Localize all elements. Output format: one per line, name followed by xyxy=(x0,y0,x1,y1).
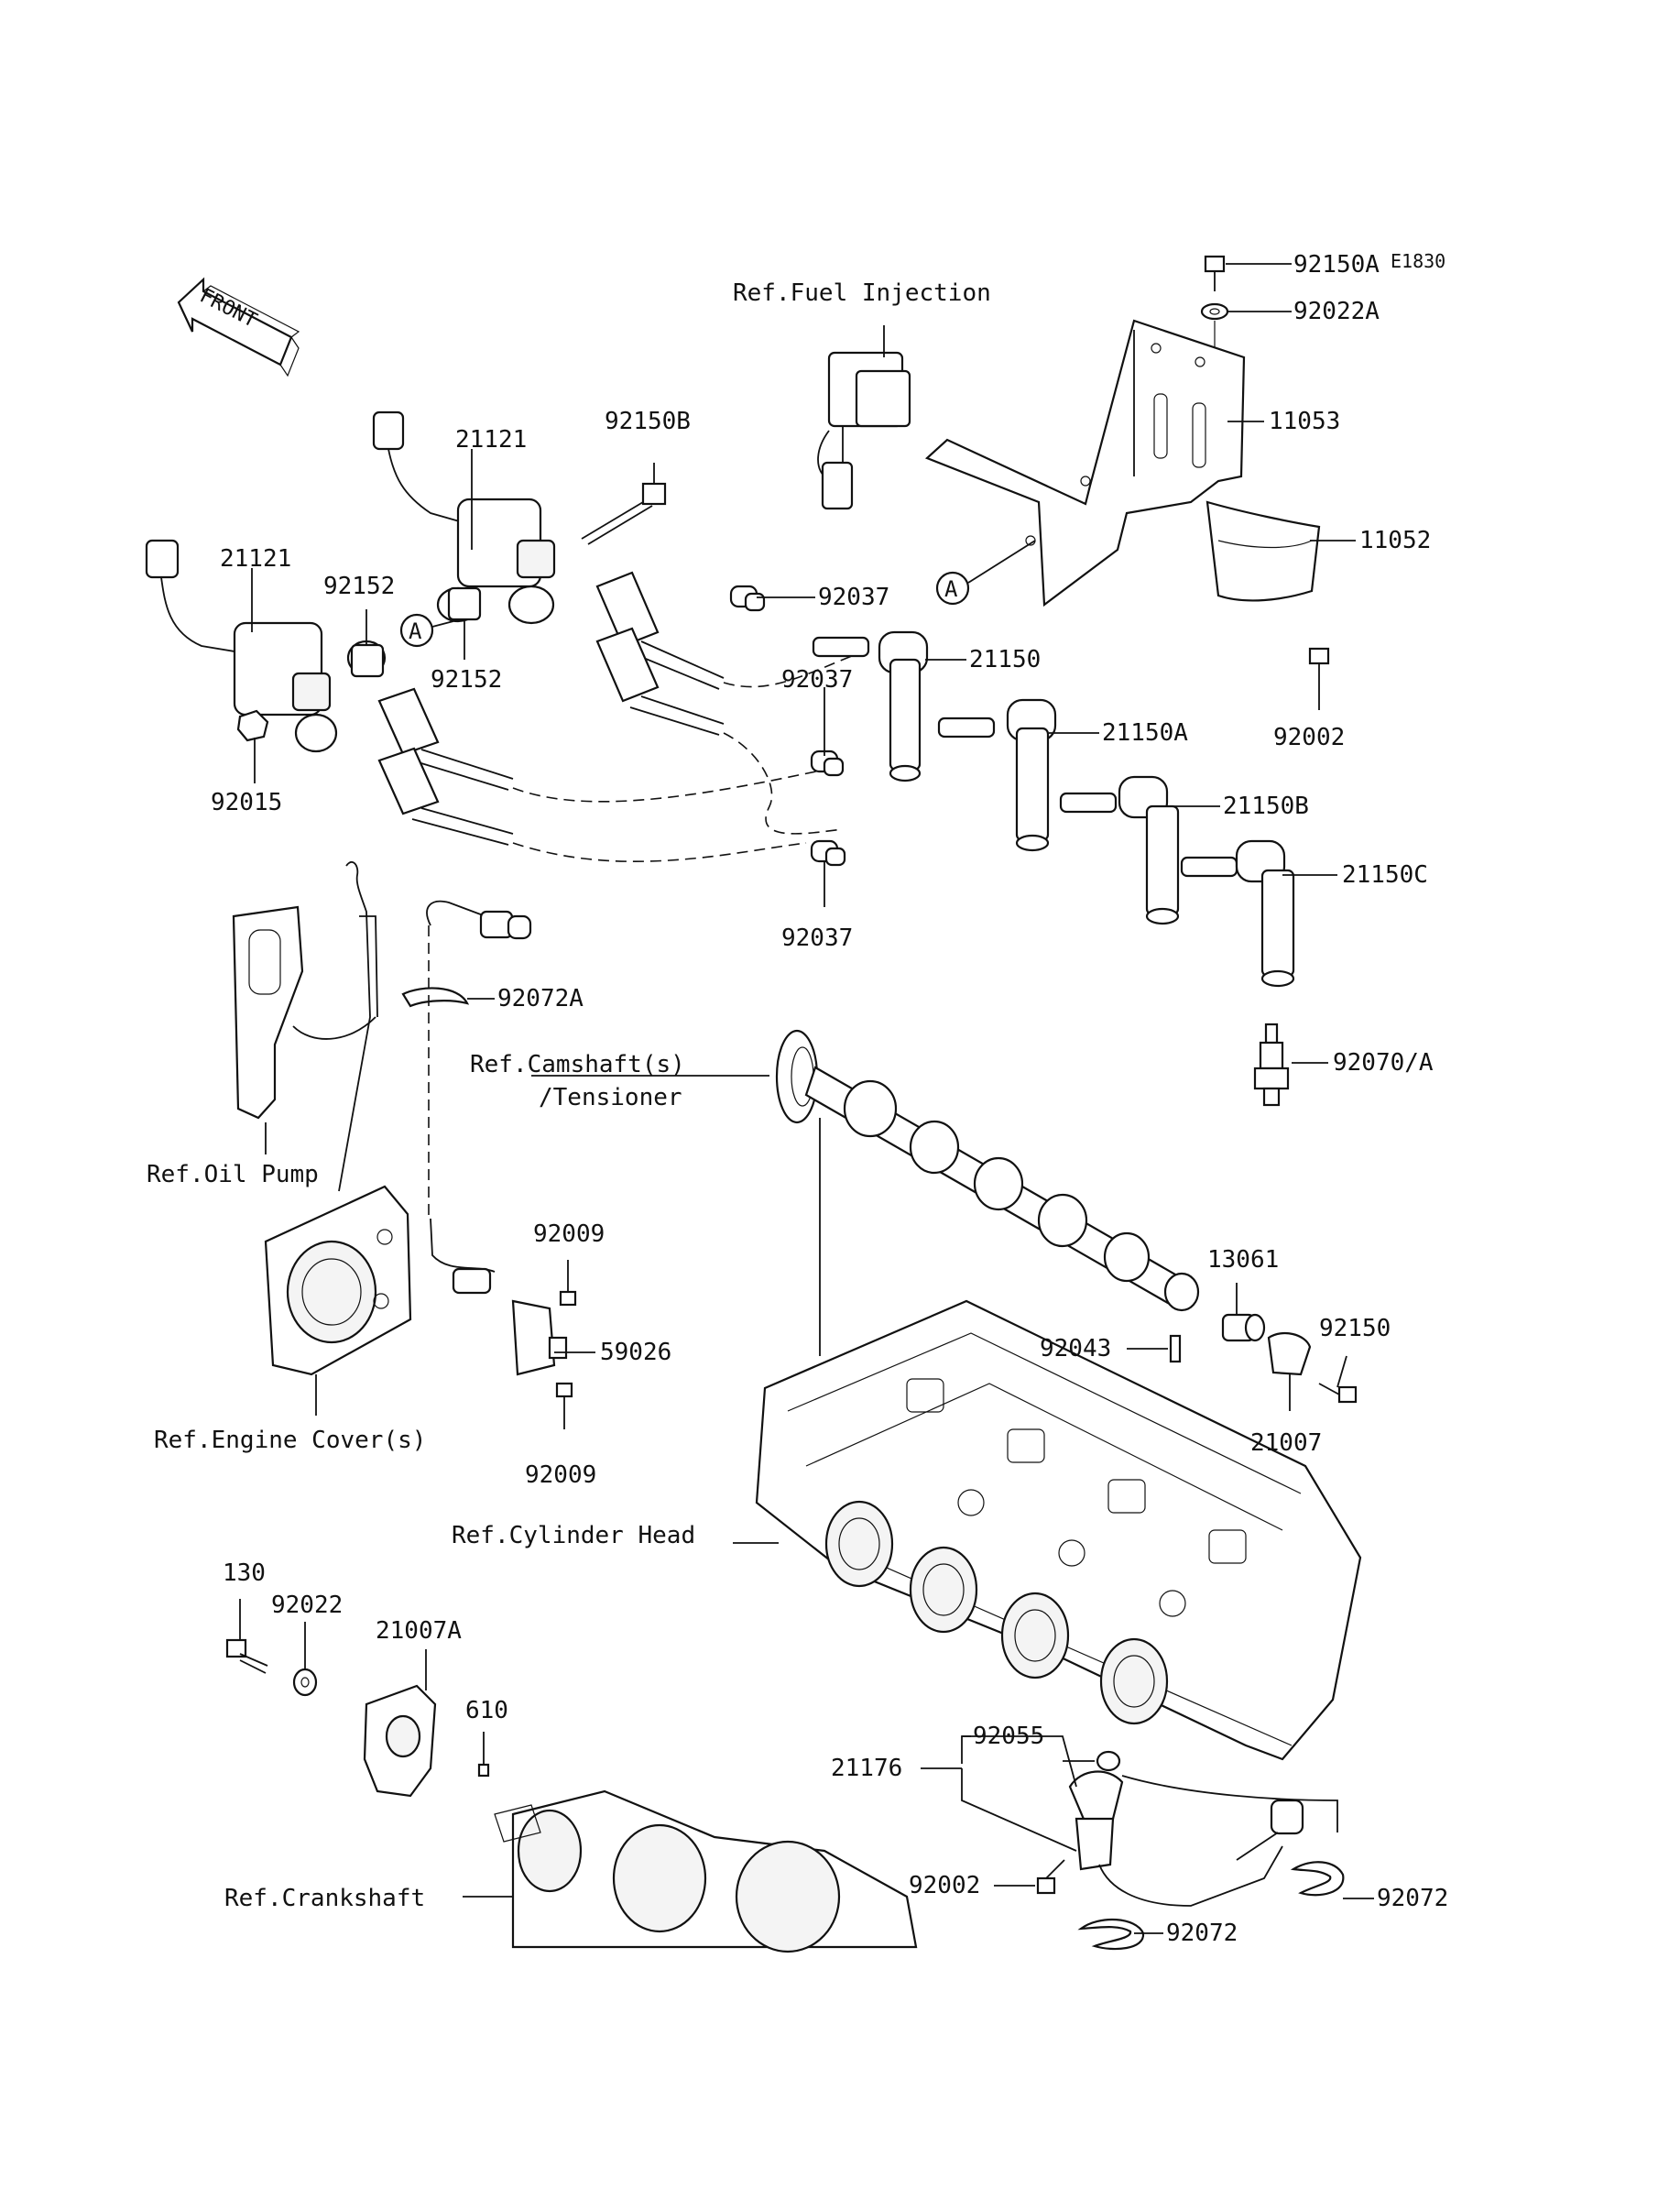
part-label: 11053 xyxy=(1269,408,1340,435)
band-92072-right xyxy=(1290,1861,1345,1897)
part-label: 21121 xyxy=(220,545,291,573)
bolt-92150 xyxy=(1318,1383,1358,1404)
part-label: 92072 xyxy=(1166,1920,1238,1947)
plug-cap-21150 xyxy=(812,630,929,782)
pin-92043 xyxy=(1169,1334,1182,1363)
callout-a-right-text: A xyxy=(944,576,958,602)
cam-sensor-rotor-13061 xyxy=(1221,1313,1266,1342)
part-label: 92022 xyxy=(271,1592,343,1619)
timing-rotor-21007a xyxy=(363,1684,437,1798)
part-label: 92009 xyxy=(525,1461,596,1489)
band-92072-left xyxy=(1077,1918,1145,1951)
bolt-92150b xyxy=(581,482,667,545)
part-label: 92043 xyxy=(1040,1335,1111,1362)
plug-lead-1 xyxy=(595,571,862,690)
collar-92152-lower xyxy=(350,643,385,678)
band-92072a xyxy=(401,987,470,1008)
part-label: 59026 xyxy=(600,1339,671,1366)
clamp-92037-c xyxy=(810,839,846,867)
plug-lead-3 xyxy=(377,687,825,803)
crankshaft xyxy=(494,1789,918,1953)
part-label: 92055 xyxy=(973,1723,1044,1750)
part-label: 21007A xyxy=(376,1617,462,1645)
nut-92015 xyxy=(236,709,269,742)
engine-cover xyxy=(264,1185,412,1416)
part-label: 92150B xyxy=(605,408,691,435)
part-label: 21150A xyxy=(1102,719,1188,747)
plug-lead-2 xyxy=(595,627,844,835)
part-label: 11052 xyxy=(1359,527,1431,554)
part-label: 92152 xyxy=(431,666,502,694)
plug-cap-21150a xyxy=(937,698,1057,852)
part-label: 92070/A xyxy=(1333,1049,1434,1077)
part-label: 21176 xyxy=(831,1755,902,1782)
clamp-92037-a xyxy=(729,585,766,612)
ref-crankshaft: Ref.Crankshaft xyxy=(224,1885,425,1912)
part-label: 92150A xyxy=(1293,251,1380,279)
part-label: 92009 xyxy=(533,1220,605,1248)
part-label: 92037 xyxy=(818,584,889,611)
oil-pump-bracket xyxy=(232,861,378,1192)
sensor-connector xyxy=(426,900,532,940)
washer-92022 xyxy=(292,1668,318,1697)
part-label: 92152 xyxy=(323,573,395,600)
part-label: 92072A xyxy=(497,985,584,1012)
bolt-92150a xyxy=(1204,255,1226,291)
bolt-92009-upper xyxy=(559,1278,577,1307)
collar-92152-upper xyxy=(447,586,482,621)
leader-lines xyxy=(239,263,1374,1934)
bolt-92009-lower xyxy=(555,1382,573,1429)
part-label: 92037 xyxy=(781,666,853,694)
ref-fuel-injection: Ref.Fuel Injection xyxy=(733,279,991,307)
part-label: 92150 xyxy=(1319,1315,1391,1342)
callout-a-left: A xyxy=(399,613,454,648)
part-label: 13061 xyxy=(1207,1246,1279,1274)
front-arrow-icon: FRONT xyxy=(177,277,300,377)
part-label: 130 xyxy=(223,1559,266,1587)
diagram-code: E1830 xyxy=(1391,250,1445,272)
fuel-injection-relay xyxy=(817,325,911,510)
pin-610 xyxy=(477,1763,490,1778)
part-label: 92072 xyxy=(1377,1885,1448,1912)
plug-cap-21150b xyxy=(1059,775,1180,925)
part-label: 21150B xyxy=(1223,793,1309,820)
cam-sensor-21007 xyxy=(1267,1331,1312,1376)
clamp-92037-b xyxy=(810,749,845,777)
ref-camshaft-line2: /Tensioner xyxy=(539,1084,682,1111)
bolt-130 xyxy=(225,1638,268,1674)
ref-cylinder-head: Ref.Cylinder Head xyxy=(452,1522,695,1549)
part-label: 21150 xyxy=(969,646,1041,673)
part-label: 21121 xyxy=(455,426,527,454)
plug-lead-4 xyxy=(377,747,807,863)
part-label: 92015 xyxy=(211,789,282,816)
ref-engine-cover: Ref.Engine Cover(s) xyxy=(154,1427,426,1454)
spark-plug-92070a xyxy=(1253,1023,1290,1107)
crank-sensor-59026 xyxy=(430,1218,568,1376)
part-labels: 92150A 92022A 11053 11052 92002 21150 21… xyxy=(211,251,1448,1947)
plug-cap-21150c xyxy=(1180,839,1295,988)
part-label: 21150C xyxy=(1342,861,1428,889)
part-label: 610 xyxy=(465,1697,508,1724)
sensor-21176 xyxy=(1068,1770,1304,1907)
part-label: 92037 xyxy=(781,924,853,952)
part-label: 21007 xyxy=(1250,1429,1322,1457)
part-label: 92002 xyxy=(1273,724,1345,751)
cylinder-head xyxy=(755,1299,1362,1761)
camshaft xyxy=(775,1029,1200,1356)
callout-a-right: A xyxy=(935,540,1036,606)
o-ring-92055 xyxy=(1096,1750,1121,1772)
ref-oil-pump: Ref.Oil Pump xyxy=(147,1161,319,1188)
callout-a-left-text: A xyxy=(409,618,422,644)
sensor-bracket-line xyxy=(1121,1775,1338,1832)
ignition-coil-upper xyxy=(372,410,556,625)
bracket-11053 xyxy=(924,319,1246,607)
part-label: 92022A xyxy=(1293,298,1380,325)
strap-11052 xyxy=(1205,500,1321,602)
bolt-92002-lower xyxy=(1036,1859,1065,1895)
part-label: 92002 xyxy=(909,1872,980,1899)
washer-92022a xyxy=(1200,302,1229,348)
bolt-92002-upper xyxy=(1308,647,1330,683)
ref-camshaft-line1: Ref.Camshaft(s) xyxy=(470,1051,685,1078)
